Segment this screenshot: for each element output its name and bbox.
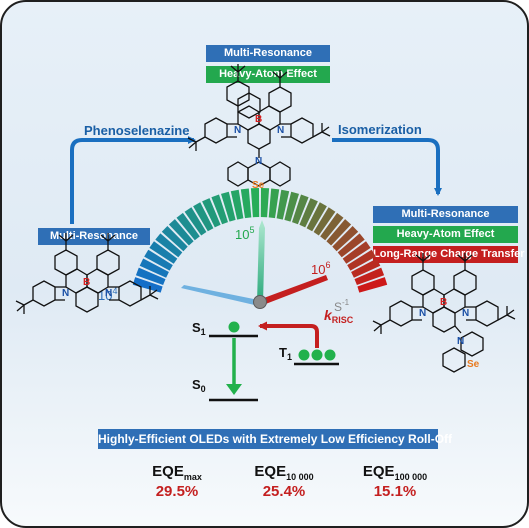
- gauge-segment: [351, 258, 381, 278]
- s1-electron: [228, 321, 240, 333]
- gauge-scale: [132, 188, 388, 293]
- needle-hub: [253, 295, 267, 309]
- summary-banner: Highly-Efficient OLEDs with Extremely Lo…: [98, 429, 452, 449]
- gauge-segment: [161, 226, 188, 252]
- arrow-label-phenoselenazine: Phenoselenazine: [84, 123, 190, 138]
- gauge-segment: [299, 198, 318, 228]
- metric-eqe-max-value: 29.5%: [155, 483, 199, 500]
- gauge-segment: [202, 198, 221, 228]
- right-nitrogen-right: N: [462, 308, 469, 319]
- gauge-unit: S-1: [334, 298, 350, 314]
- metric-eqe-100000: EQE100 000 15.1%: [340, 463, 450, 500]
- t1-electron-1: [298, 349, 310, 361]
- gauge-segment: [155, 233, 183, 258]
- metric-eqe-100000-value: 15.1%: [373, 483, 417, 500]
- gauge-segment: [354, 267, 385, 285]
- right-nitrogen-left: N: [419, 308, 426, 319]
- gauge-segment: [284, 191, 299, 222]
- gauge-segment: [250, 188, 260, 218]
- tag-right-long-range-charge-transfer: Long-Range Charge Transfer: [373, 246, 525, 263]
- gauge-segment: [268, 188, 280, 219]
- left-nitrogen-left: N: [62, 288, 69, 299]
- t1-electron-3: [324, 349, 336, 361]
- metric-eqe-10000-label: EQE10 000: [254, 463, 314, 482]
- gauge-label-1e5: 105: [235, 225, 254, 242]
- metric-eqe-10000-value: 25.4%: [262, 483, 306, 500]
- gauge-segment: [211, 194, 228, 225]
- t1-label: T1: [279, 345, 292, 362]
- gauge-segment: [230, 189, 244, 220]
- right-boron: B: [440, 297, 447, 308]
- gauge-segment: [320, 212, 344, 241]
- arrow-label-isomerization: Isomerization: [338, 122, 422, 137]
- tag-right-heavy-atom-effect: Heavy-Atom Effect: [373, 226, 518, 243]
- left-boron: B: [83, 277, 90, 288]
- metric-eqe-max-label: EQEmax: [152, 463, 202, 482]
- s0-label: S0: [192, 377, 206, 394]
- right-selenium: Se: [467, 359, 480, 370]
- s1-label: S1: [192, 320, 206, 337]
- gauge-segment: [139, 258, 169, 278]
- gauge-segment: [306, 202, 327, 232]
- top-boron: B: [255, 114, 262, 125]
- left-molecule-structure: [15, 233, 159, 314]
- gauge-segment: [332, 226, 359, 252]
- gauge-segment: [144, 249, 173, 271]
- needle-green: [257, 220, 265, 303]
- top-molecule-structure: [187, 64, 331, 187]
- gauge-label-1e6: 106: [311, 260, 330, 277]
- top-selenium: Se: [252, 180, 265, 191]
- gauge-segment: [357, 277, 388, 293]
- gauge-segment: [342, 241, 371, 264]
- left-nitrogen-right: N: [105, 288, 112, 299]
- gauge-segment: [292, 194, 309, 225]
- energy-diagram: S1 S0 T1 kRISC: [192, 307, 354, 402]
- risc-arrow: [258, 321, 319, 348]
- right-molecule-structure: [372, 253, 516, 373]
- gauge-segment: [260, 188, 270, 218]
- gauge-segment: [221, 191, 236, 222]
- gauge-segment: [176, 212, 200, 241]
- gauge-segment: [276, 189, 290, 220]
- gauge-segment: [184, 207, 207, 236]
- metric-eqe-max: EQEmax 29.5%: [122, 463, 232, 500]
- gauge-segment: [149, 241, 178, 264]
- top-nitrogen-left: N: [234, 125, 241, 136]
- gauge-segment: [313, 207, 336, 236]
- metric-eqe-100000-label: EQE100 000: [362, 463, 428, 482]
- krisc-label: kRISC: [324, 307, 354, 325]
- top-nitrogen-pz: N: [255, 156, 262, 167]
- gauge-segment: [132, 277, 163, 293]
- gauge-segment: [135, 267, 166, 285]
- right-nitrogen-pz: N: [457, 336, 464, 347]
- needle-red: [261, 275, 328, 305]
- emission-arrow-head: [226, 384, 242, 395]
- gauge-segment: [347, 249, 376, 271]
- t1-electron-2: [311, 349, 323, 361]
- tag-top-heavy-atom-effect: Heavy-Atom Effect: [206, 66, 330, 83]
- needle-blue: [181, 285, 259, 306]
- gauge-segment: [240, 188, 252, 219]
- arrow-phenoselenazine: [70, 136, 196, 224]
- tag-top-multi-resonance: Multi-Resonance: [206, 45, 330, 62]
- gauge-segment: [193, 202, 214, 232]
- arrow-isomerization: [332, 138, 442, 196]
- metric-eqe-10000: EQE10 000 25.4%: [229, 463, 339, 500]
- gauge-label-1e4: 104: [98, 286, 117, 303]
- gauge-segment: [326, 219, 352, 246]
- tag-right-multi-resonance: Multi-Resonance: [373, 206, 518, 223]
- gauge-segment: [337, 233, 365, 258]
- gauge-segment: [168, 219, 194, 246]
- top-nitrogen-right: N: [277, 125, 284, 136]
